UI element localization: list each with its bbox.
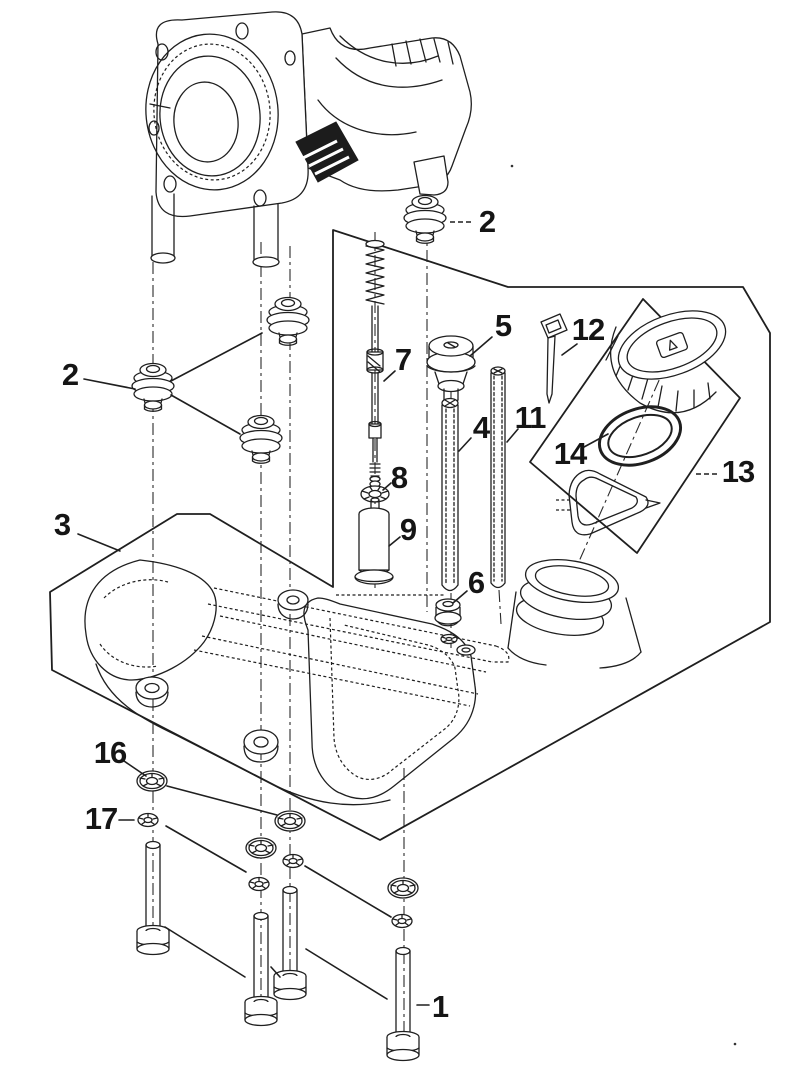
washers-16 xyxy=(136,770,419,899)
rubber-mount-mid xyxy=(266,296,310,346)
callout-8: 8 xyxy=(390,460,408,495)
grommet xyxy=(434,598,462,645)
speck xyxy=(733,1042,737,1046)
callout-2-left: 2 xyxy=(61,357,79,392)
cable-tie xyxy=(540,313,568,404)
callout-14: 14 xyxy=(553,436,587,471)
fuel-cap xyxy=(605,310,727,414)
filler-neck xyxy=(507,559,642,669)
o-ring xyxy=(597,405,683,467)
callout-13: 13 xyxy=(721,454,755,489)
callout-6: 6 xyxy=(467,565,485,600)
washers-17 xyxy=(137,812,413,929)
leader-lines xyxy=(77,221,718,1006)
callout-17: 17 xyxy=(84,801,118,836)
rod xyxy=(490,366,506,589)
pickup-tube xyxy=(441,397,459,592)
cap-assembly-box xyxy=(529,298,741,554)
callout-3: 3 xyxy=(53,507,71,542)
rubber-mount-upper xyxy=(403,194,447,244)
callout-7: 7 xyxy=(394,342,412,377)
callout-5: 5 xyxy=(494,308,512,343)
bolts xyxy=(136,840,420,1062)
callout-4: 4 xyxy=(472,410,490,445)
callout-11: 11 xyxy=(514,400,547,435)
star-washer xyxy=(360,480,390,503)
callout-9: 9 xyxy=(399,512,417,547)
callout-12: 12 xyxy=(571,312,605,347)
callout-1: 1 xyxy=(431,989,449,1024)
speck xyxy=(510,164,514,168)
engine-housing xyxy=(145,11,472,268)
spring-screw xyxy=(365,239,385,483)
fuel-tank xyxy=(84,559,510,806)
vent-cap xyxy=(426,335,476,403)
callout-16: 16 xyxy=(93,735,127,770)
strainer xyxy=(556,469,661,536)
callout-2-upper: 2 xyxy=(478,204,496,239)
fuel-filter xyxy=(354,497,394,585)
rubber-mount-low xyxy=(239,414,283,464)
rubber-mount-left xyxy=(131,362,175,412)
